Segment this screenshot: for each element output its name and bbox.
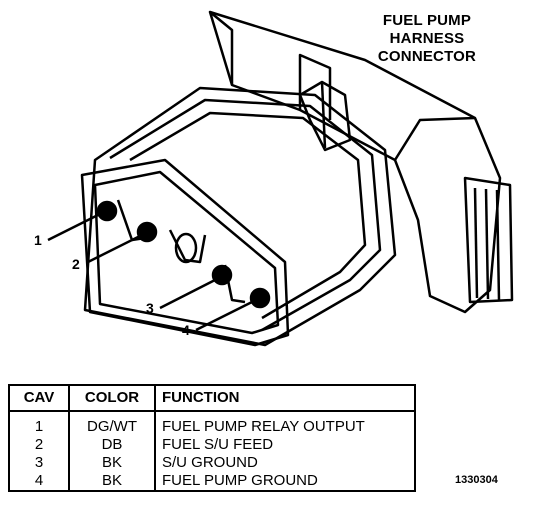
callout-3: 3: [146, 300, 154, 316]
table-row: 4 BK FUEL PUMP GROUND: [8, 472, 416, 492]
color-cell: DG/WT: [68, 411, 156, 436]
table-row: 2 DB FUEL S/U FEED: [8, 436, 416, 454]
title-line-1: FUEL PUMP: [382, 12, 472, 29]
header-function: FUNCTION: [154, 384, 416, 412]
header-cav: CAV: [8, 384, 70, 412]
connector-illustration: [47, 10, 514, 347]
callout-1: 1: [34, 232, 42, 248]
figure-id: 1330304: [455, 474, 498, 486]
table-row: 1 DG/WT FUEL PUMP RELAY OUTPUT: [8, 411, 416, 436]
table-row: 3 BK S/U GROUND: [8, 454, 416, 472]
connector-body: [83, 86, 397, 347]
diagram-title: FUEL PUMP HARNESS CONNECTOR: [352, 12, 502, 66]
title-line-2: HARNESS: [389, 30, 465, 47]
color-cell: DB: [68, 436, 156, 454]
connector-face: [80, 158, 290, 347]
pinout-table: CAV COLOR FUNCTION 1 DG/WT FUEL PUMP REL…: [8, 384, 416, 492]
leader-line-2: [87, 234, 141, 264]
callout-2: 2: [72, 256, 80, 272]
callout-4: 4: [182, 322, 190, 338]
cav-cell: 3: [8, 454, 70, 472]
leader-line-1: [47, 212, 101, 242]
terminal-2: [136, 221, 158, 243]
cav-cell: 2: [8, 436, 70, 454]
color-cell: BK: [68, 472, 156, 492]
header-color: COLOR: [68, 384, 156, 412]
terminal-4: [249, 287, 271, 309]
function-cell: S/U GROUND: [154, 454, 416, 472]
leader-line-3: [159, 278, 216, 310]
terminal-1: [96, 200, 118, 222]
table-header-row: CAV COLOR FUNCTION: [8, 384, 416, 412]
function-cell: FUEL S/U FEED: [154, 436, 416, 454]
function-cell: FUEL PUMP RELAY OUTPUT: [154, 411, 416, 436]
leader-line-4: [195, 300, 253, 332]
title-line-3: CONNECTOR: [377, 48, 477, 65]
ribbed-tab: [463, 176, 514, 304]
function-cell: FUEL PUMP GROUND: [154, 472, 416, 492]
cav-cell: 1: [8, 411, 70, 436]
cav-cell: 4: [8, 472, 70, 492]
terminal-3: [211, 264, 233, 286]
color-cell: BK: [68, 454, 156, 472]
